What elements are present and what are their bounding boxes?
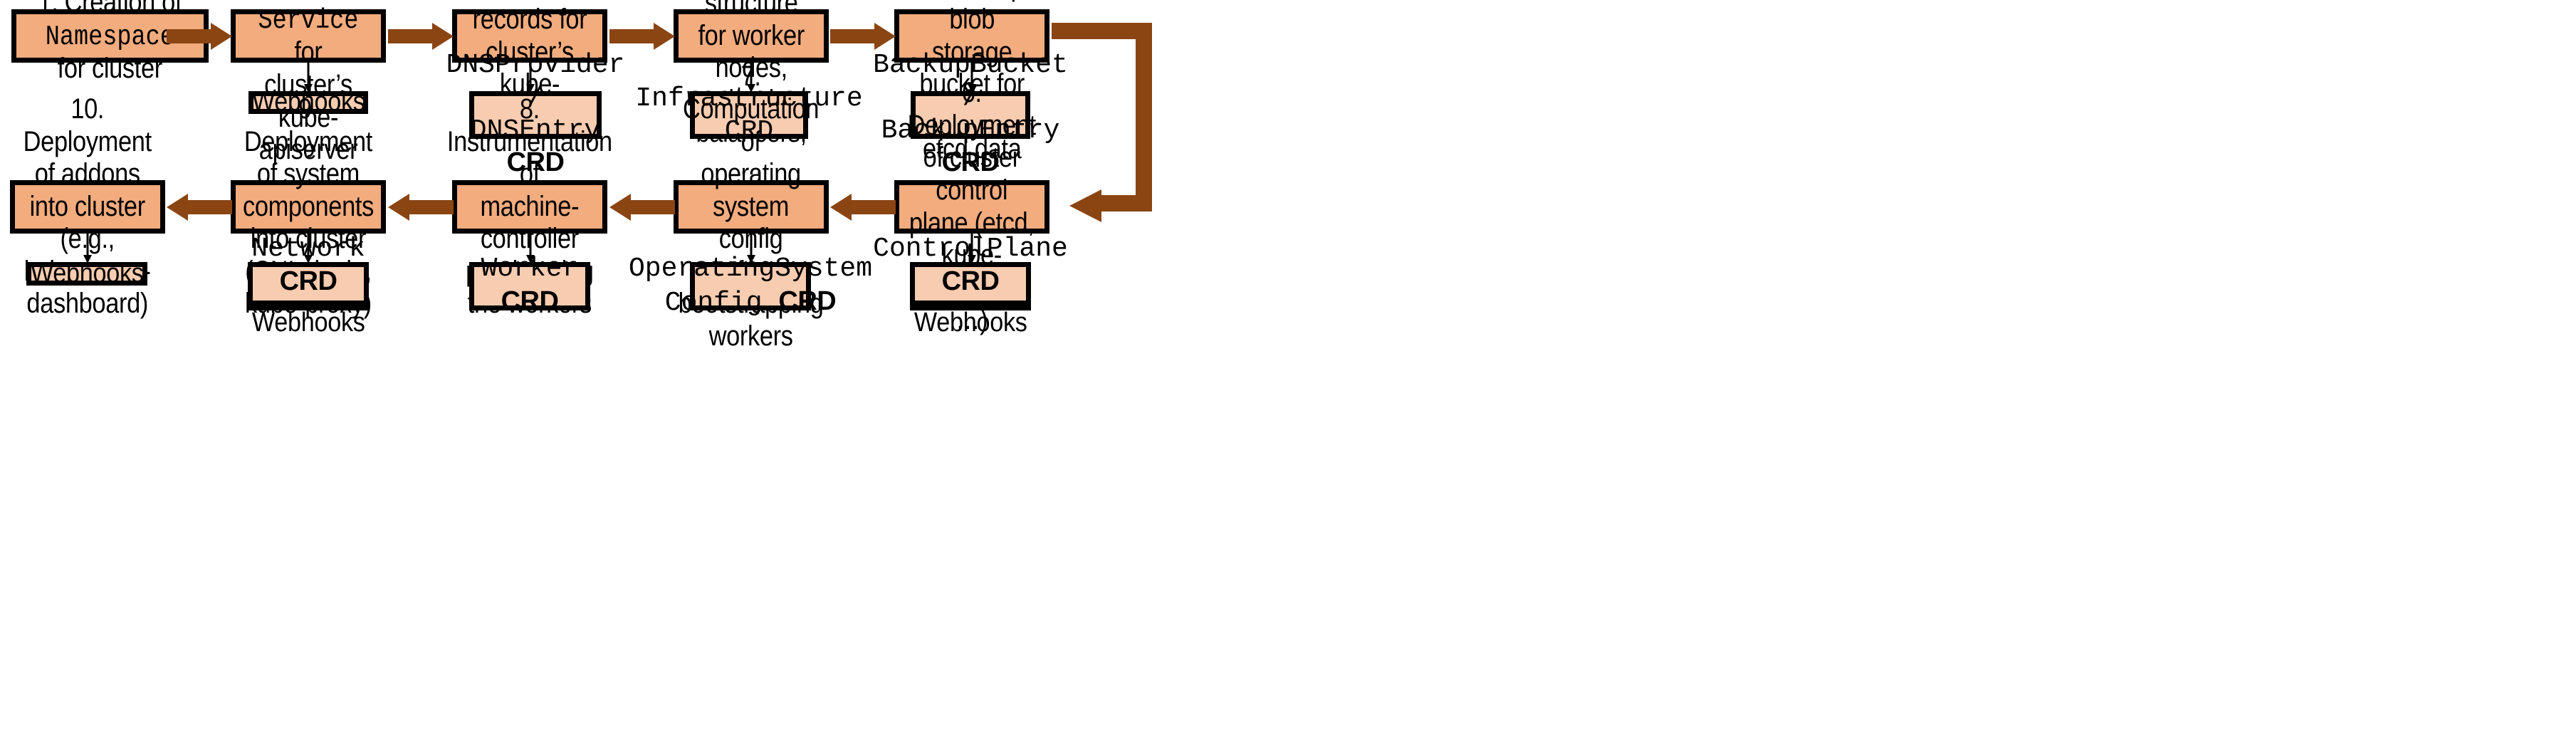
artifact-label-backup-crd: BackupBucket / BackupEntry CRD — [873, 50, 1068, 178]
connector-step-10-to-artifact — [83, 234, 93, 263]
artifact-box-8-worker-crd[interactable]: Worker CRD — [469, 254, 590, 316]
artifact-cell: DNSProvider / DNSEntry CRD — [446, 48, 625, 182]
flow-arrow-3-to-4 — [609, 23, 675, 50]
step-box-1-label: 1. Creation of Namespace for cluster — [38, 0, 182, 85]
artifact-box-7-osc-crd[interactable]: OperatingSystem Config CRD — [629, 254, 872, 318]
artifact-label-network-crd: Network CRD — [251, 234, 365, 296]
step-box-10-label: 10. Deployment of addons into cluster (e… — [23, 93, 152, 320]
connector-step-5-to-artifact — [967, 63, 977, 93]
artifact-box-3-dns-crd[interactable]: DNSProvider / DNSEntry CRD — [446, 50, 625, 177]
artifact-label-infrastructure-crd: Infrastructure CRD — [635, 83, 863, 147]
connector-step-7-to-artifact — [746, 234, 756, 263]
artifact-label-webhooks: Webhooks — [251, 308, 365, 338]
flow-arrow-5-to-6-elbow — [1052, 23, 1152, 222]
step-box-2[interactable]: 2. Creation of load balancer Service for… — [231, 0, 386, 165]
artifact-box-9-network[interactable]: Network CRD Webhooks — [248, 234, 369, 338]
artifact-cell-webhooks: Webhooks — [913, 301, 1027, 341]
artifact-cell-crd: ControlPlane CRD — [873, 231, 1068, 301]
step-box-4[interactable]: 4. Preparation of infra- structure for w… — [674, 0, 829, 181]
connector-step-2-to-artifact — [303, 63, 313, 93]
flow-arrow-8-to-9 — [388, 194, 454, 221]
artifact-label-controlplane-crd: ControlPlane CRD — [873, 234, 1068, 296]
connector-step-6-to-artifact — [967, 234, 977, 263]
step-box-7-label: 7. Computation of operating system confi… — [679, 61, 824, 352]
flow-arrow-4-to-5 — [830, 23, 896, 50]
artifact-cell: Worker CRD — [474, 251, 585, 320]
flow-arrow-6-to-7 — [830, 194, 896, 221]
flow-arrow-7-to-8 — [609, 194, 675, 221]
connector-step-8-to-artifact — [525, 234, 535, 263]
step-box-6[interactable]: 6. Deployment of cluster control plane (… — [894, 77, 1049, 335]
artifact-cell: Infrastructure CRD — [635, 81, 862, 149]
artifact-cell: BackupBucket / BackupEntry CRD — [873, 48, 1068, 182]
artifact-box-4-infrastructure-crd[interactable]: Infrastructure CRD — [635, 83, 862, 147]
artifact-label-webhooks: Webhooks — [30, 258, 144, 288]
flow-arrow-2-to-3 — [388, 23, 454, 50]
step-box-7[interactable]: 7. Computation of operating system confi… — [674, 61, 829, 352]
artifact-cell: OperatingSystem Config CRD — [629, 251, 872, 320]
artifact-box-6-controlplane[interactable]: ControlPlane CRD Webhooks — [873, 234, 1068, 338]
step-box-1[interactable]: 1. Creation of Namespace for cluster — [11, 0, 209, 84]
artifact-cell: Webhooks — [30, 256, 144, 292]
artifact-label-osc-crd: OperatingSystem Config CRD — [628, 254, 873, 318]
artifact-box-5-backup-crd[interactable]: BackupBucket / BackupEntry CRD — [873, 50, 1068, 177]
artifact-label-worker-crd: Worker CRD — [481, 254, 579, 316]
artifact-label-webhooks: Webhooks — [913, 308, 1027, 338]
artifact-cell-webhooks: Webhooks — [251, 301, 365, 341]
step-box-9[interactable]: 9. Deployment of system components into … — [231, 93, 386, 319]
artifact-label-webhooks: Webhooks — [251, 87, 365, 117]
connector-step-3-to-artifact — [525, 63, 535, 93]
connector-step-9-to-artifact — [303, 234, 313, 263]
step-box-5[interactable]: 5. Preparation of backup blob storage bu… — [894, 0, 1049, 164]
step-box-8[interactable]: 8. Instrumentation of machine-controller… — [447, 93, 612, 320]
artifact-cell: Webhooks — [251, 85, 365, 120]
artifact-cell-crd: Network CRD — [251, 231, 365, 301]
flow-arrow-1-to-2 — [167, 23, 232, 50]
artifact-box-2-webhooks[interactable]: Webhooks — [248, 87, 368, 117]
artifact-box-10-webhooks[interactable]: Webhooks — [26, 258, 147, 288]
artifact-label-dns-crd: DNSProvider / DNSEntry CRD — [446, 50, 625, 178]
step-box-10[interactable]: 10. Deployment of addons into cluster (e… — [10, 93, 165, 319]
flow-arrow-9-to-10 — [167, 194, 232, 221]
connector-step-4-to-artifact — [746, 63, 756, 93]
